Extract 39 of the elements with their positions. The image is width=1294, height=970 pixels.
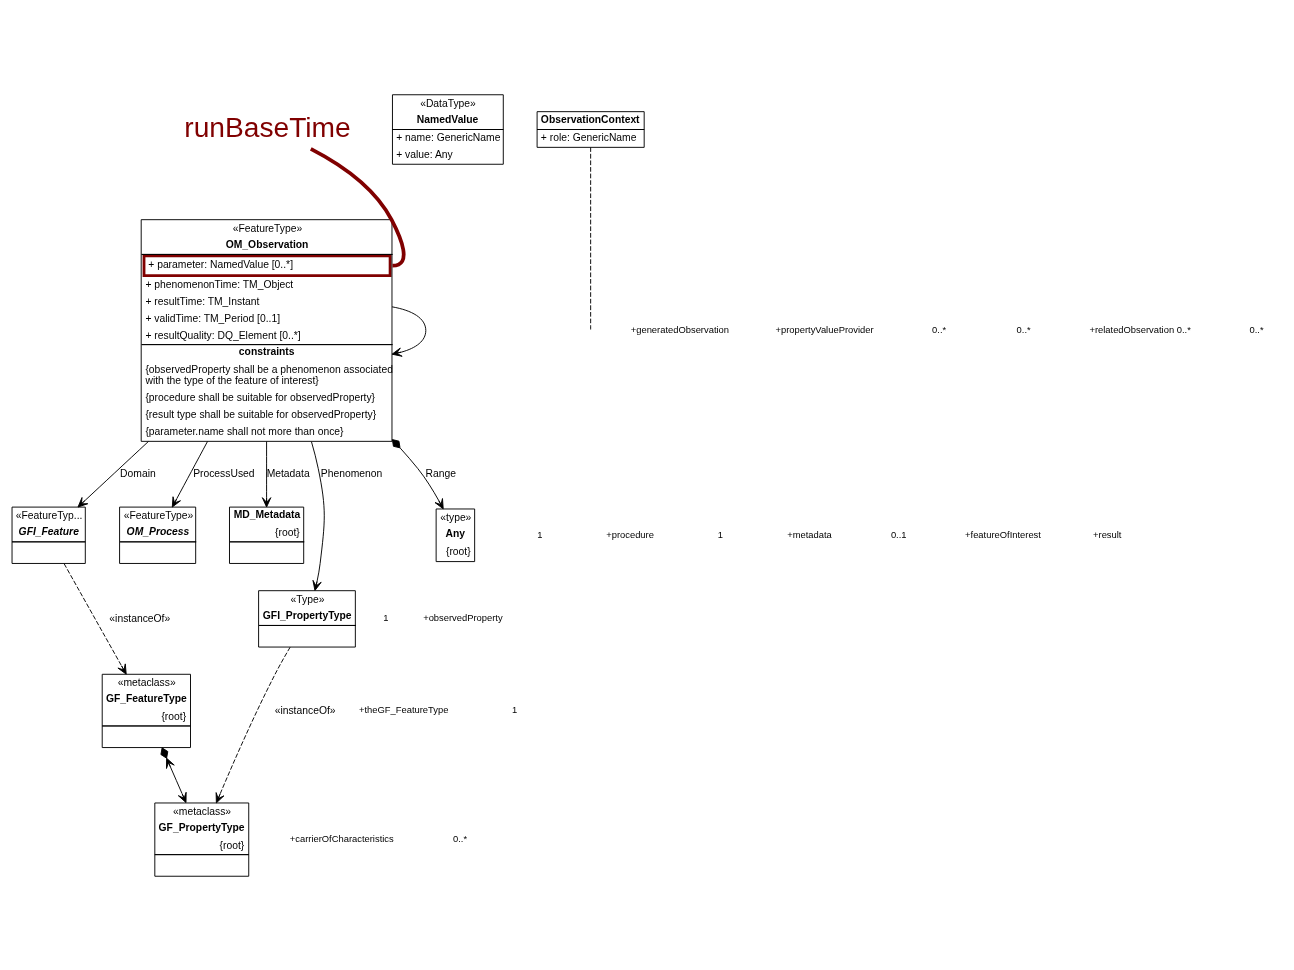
edge-label: Phenomenon bbox=[320, 467, 383, 479]
label: 0..* bbox=[1249, 323, 1264, 335]
label: +result bbox=[1093, 528, 1122, 540]
label: +carrierOfCharacteristics bbox=[289, 832, 394, 844]
label: +propertyValueProvider bbox=[775, 323, 874, 335]
arrow bbox=[391, 438, 444, 509]
label: 0..* bbox=[453, 832, 468, 844]
node-box: «type» Any {root} bbox=[435, 508, 476, 562]
label: 1 bbox=[511, 703, 518, 715]
node-text: runBaseTime bbox=[184, 110, 351, 143]
edge-label: Domain bbox=[120, 467, 156, 479]
label: 0..1 bbox=[890, 528, 907, 540]
arrow bbox=[63, 562, 127, 675]
arrow bbox=[261, 440, 272, 507]
edge-label: Metadata bbox=[266, 467, 310, 479]
edge-label: ProcessUsed bbox=[193, 467, 255, 479]
connector bbox=[309, 146, 406, 268]
arrow bbox=[171, 440, 208, 507]
label: 0..* bbox=[932, 323, 947, 335]
label: 1 bbox=[383, 611, 389, 623]
arrow bbox=[215, 646, 291, 803]
edge-label: «instanceOf» bbox=[274, 704, 336, 716]
edge-label: Range bbox=[425, 467, 457, 479]
label: +observedProperty bbox=[423, 611, 503, 623]
edge-label: «instanceOf» bbox=[109, 612, 171, 624]
arrow bbox=[160, 746, 187, 803]
label: +theGF_FeatureType bbox=[359, 703, 449, 715]
label: 0..* bbox=[1016, 323, 1031, 335]
arrow bbox=[391, 305, 427, 357]
label: 1 bbox=[717, 528, 723, 540]
connector bbox=[590, 146, 592, 330]
label: +procedure bbox=[606, 528, 654, 540]
label: +metadata bbox=[787, 528, 832, 540]
arrow bbox=[77, 440, 149, 507]
arrow bbox=[311, 440, 325, 591]
label: +featureOfInterest bbox=[965, 528, 1041, 540]
label: 1 bbox=[537, 528, 543, 540]
label: +relatedObservation 0..* bbox=[1089, 323, 1191, 335]
label: +generatedObservation bbox=[630, 323, 729, 335]
